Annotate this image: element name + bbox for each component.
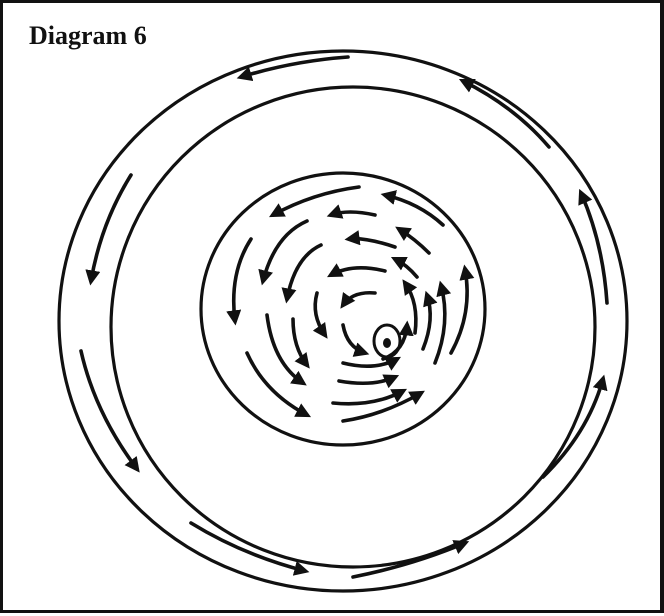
swirl-arrow [333,391,403,404]
storm-eye [374,325,400,357]
inner-swirl-arrows [234,187,467,421]
swirl-arrow [399,229,429,253]
outer-flow-arrow [241,57,348,77]
swirl-arrow [343,325,365,353]
circulation-diagram [3,3,664,616]
outer-inner-ring [111,87,595,567]
swirl-arrow [343,293,375,305]
swirl-arrow [293,319,307,365]
swirl-arrow [331,212,375,215]
swirl-arrow [263,221,307,281]
swirl-arrow [349,239,395,247]
swirl-arrow [247,353,307,415]
swirl-arrow [385,195,443,225]
outer-flow-arrow [81,351,137,469]
outer-flow-arrow [463,81,549,147]
outer-flow-arrow [191,523,305,571]
outer-band-arrows [81,57,607,577]
swirl-arrow [451,269,467,353]
swirl-arrow [331,268,385,275]
swirl-arrow [343,393,421,421]
swirl-arrow [343,359,397,366]
swirl-arrow [423,295,430,349]
swirl-arrow [339,377,395,383]
outer-ring [59,51,627,591]
outer-flow-arrow [91,175,131,281]
swirl-arrow [287,245,321,299]
swirl-arrow [234,239,251,321]
swirl-arrow [435,285,445,363]
swirl-arrow [315,293,325,335]
swirl-arrow [395,259,417,277]
